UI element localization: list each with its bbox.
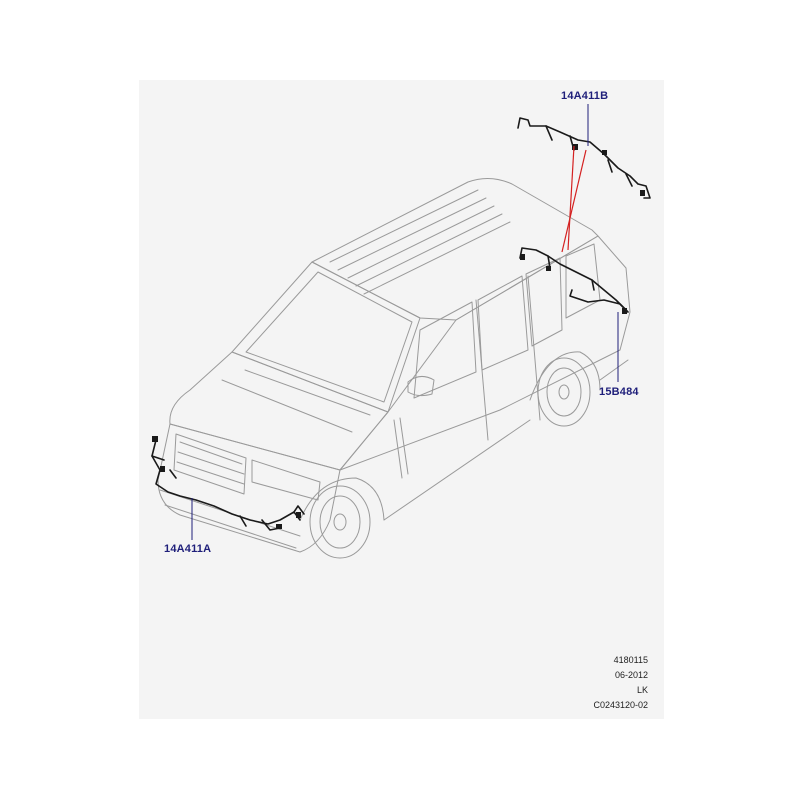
diagram-number: 4180115	[613, 655, 648, 665]
diagram-author: LK	[636, 685, 648, 695]
vehicle-body	[157, 178, 631, 559]
callout-label-15b484: 15B484	[599, 386, 639, 398]
indicator-line	[567, 145, 575, 251]
indicator-line	[561, 149, 587, 253]
diagram-date: 06-2012	[614, 670, 648, 680]
diagram-reference: C0243120-02	[593, 700, 648, 710]
roof-harness-14a411b	[517, 117, 651, 199]
callout-label-14a411a: 14A411A	[164, 543, 212, 555]
front-bumper-harness-14a411a	[151, 436, 305, 531]
callout-label-14a411b: 14A411B	[561, 90, 609, 102]
tailgate-harness-15b484	[519, 247, 629, 314]
diagram-panel	[139, 80, 664, 719]
